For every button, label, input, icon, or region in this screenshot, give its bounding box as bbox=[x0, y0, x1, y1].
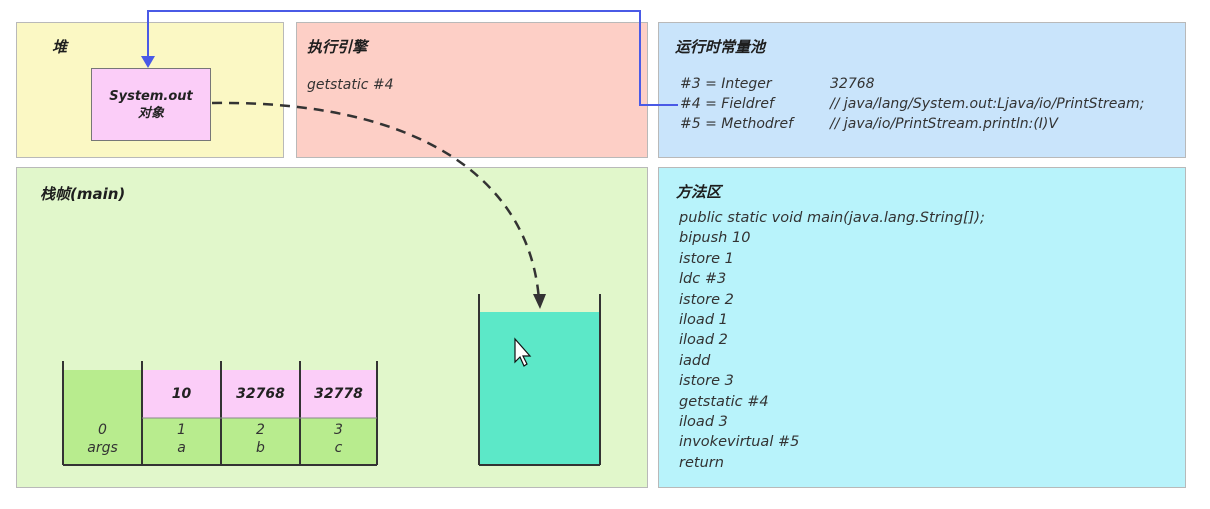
local-slot-index: 3 bbox=[334, 422, 343, 438]
pool-entry-ref: #4 = Fieldref bbox=[680, 96, 774, 112]
local-slot-name: c bbox=[334, 440, 343, 456]
mouse-cursor-icon bbox=[514, 337, 532, 367]
fieldref-link-arrow bbox=[147, 10, 678, 106]
pool-entry-value: 32768 bbox=[830, 76, 875, 92]
local-slot-index: 0 bbox=[98, 422, 107, 438]
method-area-panel bbox=[658, 167, 1186, 488]
bytecode-line: istore 2 bbox=[679, 291, 734, 308]
bytecode-line: invokevirtual #5 bbox=[679, 434, 800, 451]
bytecode-line: bipush 10 bbox=[679, 230, 751, 247]
local-slot-name: b bbox=[256, 440, 265, 456]
bytecode-line: ldc #3 bbox=[679, 271, 727, 288]
bytecode-line: return bbox=[679, 454, 724, 471]
bytecode-line: istore 1 bbox=[679, 250, 734, 267]
pool-entry-ref: #5 = Methodref bbox=[680, 116, 794, 132]
object-label: 对象 bbox=[137, 105, 164, 121]
local-slot-label: 3 c bbox=[300, 418, 377, 464]
engine-title: 执行引擎 bbox=[307, 38, 368, 56]
local-slot-label: 2 b bbox=[221, 418, 300, 464]
local-slot-value: 32778 bbox=[300, 370, 377, 418]
local-slot-name: args bbox=[87, 440, 118, 456]
stack-frame-title: 栈帧(main) bbox=[40, 185, 126, 203]
local-variable-table-frame bbox=[62, 361, 378, 466]
object-reference-dashed-arrow bbox=[211, 101, 541, 301]
bytecode-line: iload 1 bbox=[679, 311, 728, 328]
pool-entry-value: // java/io/PrintStream.println:(I)V bbox=[830, 116, 1058, 132]
pool-entry-ref: #3 = Integer bbox=[680, 76, 772, 92]
system-out-object: System.out 对象 bbox=[91, 68, 211, 141]
object-name: System.out bbox=[109, 88, 193, 104]
local-slot-name: a bbox=[177, 440, 186, 456]
engine-instruction: getstatic #4 bbox=[307, 77, 394, 93]
local-slot-index: 1 bbox=[177, 422, 186, 438]
local-slot-label: 0 args bbox=[63, 418, 142, 464]
object-reference-arrowhead bbox=[533, 294, 546, 309]
bytecode-line: getstatic #4 bbox=[679, 393, 769, 410]
bytecode-list: public static void main(java.lang.String… bbox=[679, 208, 985, 473]
constant-pool-panel bbox=[658, 22, 1186, 158]
method-area-title: 方法区 bbox=[676, 183, 722, 201]
local-slot-value: 10 bbox=[142, 370, 221, 418]
local-slot-value: 32768 bbox=[221, 370, 300, 418]
local-slot-index: 2 bbox=[256, 422, 265, 438]
heap-title: 堆 bbox=[52, 38, 68, 56]
operand-stack-frame bbox=[478, 294, 601, 466]
bytecode-line: iadd bbox=[679, 352, 711, 369]
bytecode-line: iload 3 bbox=[679, 413, 728, 430]
local-slot-label: 1 a bbox=[142, 418, 221, 464]
constant-pool-title: 运行时常量池 bbox=[675, 38, 766, 56]
bytecode-line: iload 2 bbox=[679, 332, 728, 349]
fieldref-link-arrowhead bbox=[141, 56, 155, 68]
pool-entry-value: // java/lang/System.out:Ljava/io/PrintSt… bbox=[830, 96, 1145, 112]
execution-engine-panel bbox=[296, 22, 648, 158]
local-slot-value-empty bbox=[63, 370, 142, 418]
bytecode-line: public static void main(java.lang.String… bbox=[679, 210, 985, 226]
operand-stack-content bbox=[480, 312, 599, 464]
bytecode-line: istore 3 bbox=[679, 373, 734, 390]
